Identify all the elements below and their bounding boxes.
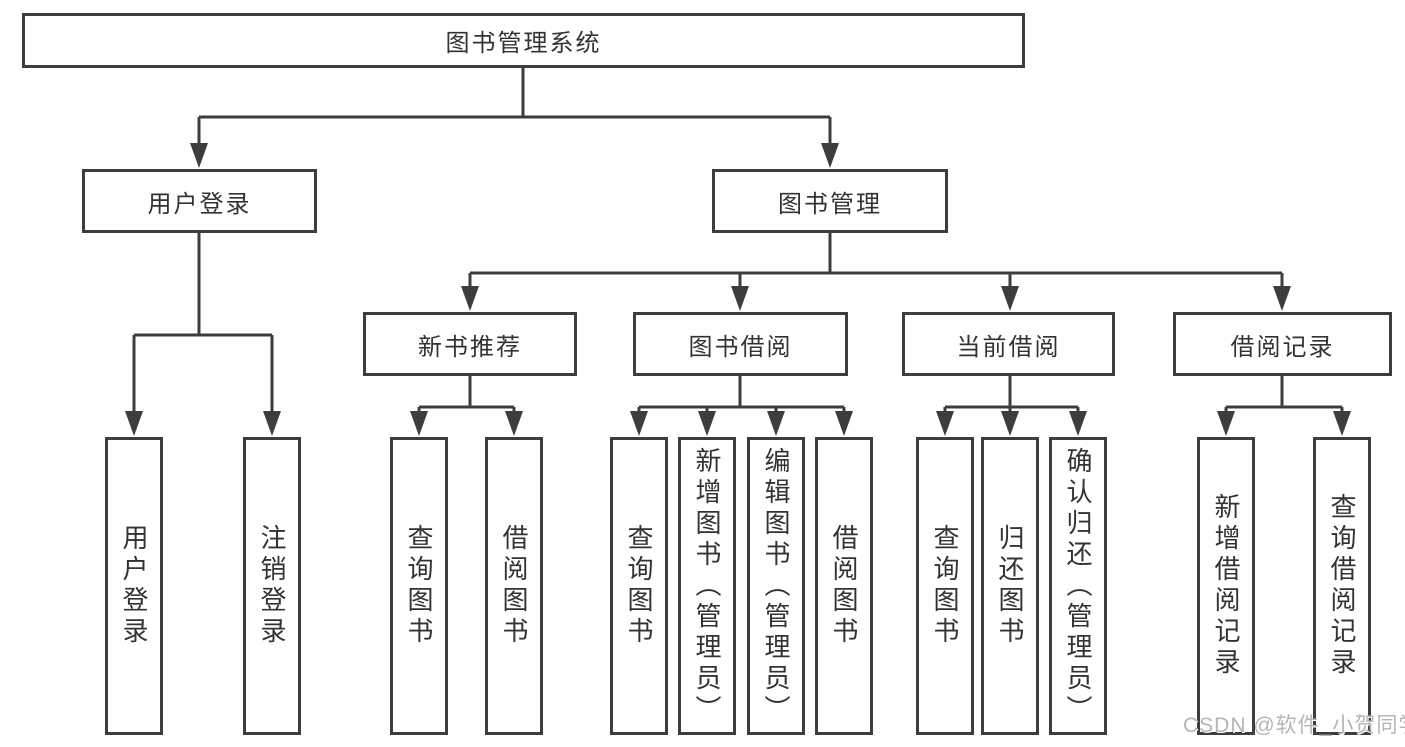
node-current-borrow-label: 当前借阅 xyxy=(956,333,1061,361)
leaf-confirm-return-admin-label: 确认归还（管理员） xyxy=(1063,446,1093,726)
node-user-login-label: 用户登录 xyxy=(147,190,252,218)
leaf-return-books-label: 归还图书 xyxy=(995,524,1025,648)
node-current-borrow: 当前借阅 xyxy=(902,312,1115,376)
node-book-management: 图书管理 xyxy=(712,169,948,233)
node-book-borrow: 图书借阅 xyxy=(633,312,848,376)
leaf-user-login: 用户登录 xyxy=(105,437,163,735)
node-root: 图书管理系统 xyxy=(22,13,1025,68)
leaf-logout-label: 注销登录 xyxy=(257,524,287,648)
leaf-confirm-return-admin: 确认归还（管理员） xyxy=(1049,437,1107,735)
leaf-query-books-1-label: 查询图书 xyxy=(404,524,434,648)
node-new-book-recommend-label: 新书推荐 xyxy=(418,333,522,361)
leaf-add-borrow-record: 新增借阅记录 xyxy=(1197,437,1255,735)
node-book-borrow-label: 图书借阅 xyxy=(688,333,793,361)
leaf-add-books-admin-label: 新增图书（管理员） xyxy=(692,446,722,726)
leaf-borrow-books-1: 借阅图书 xyxy=(485,437,543,735)
node-borrow-records-label: 借阅记录 xyxy=(1230,333,1335,361)
node-book-management-label: 图书管理 xyxy=(778,190,882,218)
leaf-query-books-2-label: 查询图书 xyxy=(624,524,654,648)
leaf-query-books-3: 查询图书 xyxy=(916,437,974,735)
node-root-label: 图书管理系统 xyxy=(445,30,602,57)
csdn-watermark: CSDN @软件_小贺同学 xyxy=(1183,714,1405,737)
node-user-login: 用户登录 xyxy=(82,169,317,233)
leaf-query-books-1: 查询图书 xyxy=(390,437,448,735)
leaf-query-books-2: 查询图书 xyxy=(610,437,668,735)
node-new-book-recommend: 新书推荐 xyxy=(363,312,577,376)
leaf-borrow-books-2: 借阅图书 xyxy=(815,437,873,735)
leaf-add-books-admin: 新增图书（管理员） xyxy=(678,437,736,735)
leaf-edit-books-admin: 编辑图书（管理员） xyxy=(747,437,805,735)
leaf-borrow-books-1-label: 借阅图书 xyxy=(499,524,529,648)
leaf-edit-books-admin-label: 编辑图书（管理员） xyxy=(761,446,791,726)
leaf-add-borrow-record-label: 新增借阅记录 xyxy=(1211,493,1241,679)
leaf-query-borrow-record-label: 查询借阅记录 xyxy=(1327,493,1357,679)
leaf-query-borrow-record: 查询借阅记录 xyxy=(1313,437,1371,735)
leaf-query-books-3-label: 查询图书 xyxy=(930,524,960,648)
leaf-logout: 注销登录 xyxy=(243,437,301,735)
leaf-borrow-books-2-label: 借阅图书 xyxy=(829,524,859,648)
node-borrow-records: 借阅记录 xyxy=(1173,312,1392,376)
leaf-return-books: 归还图书 xyxy=(981,437,1039,735)
leaf-user-login-label: 用户登录 xyxy=(119,524,149,648)
